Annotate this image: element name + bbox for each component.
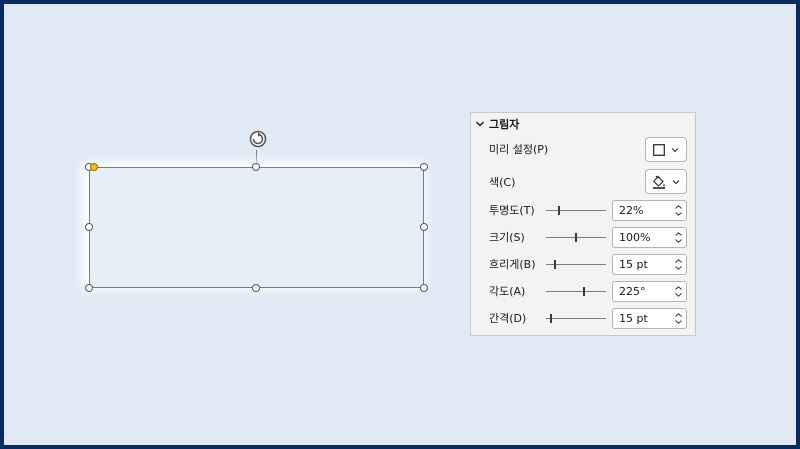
resize-handle-top-right[interactable] — [420, 163, 428, 171]
slider-thumb[interactable] — [558, 206, 561, 215]
spinner-arrows[interactable] — [672, 259, 684, 270]
transparency-spinner[interactable]: 22% — [612, 200, 687, 221]
spinner-arrows[interactable] — [672, 313, 684, 324]
slider-track — [546, 291, 606, 292]
angle-spinner[interactable]: 225° — [612, 281, 687, 302]
square-outline-icon — [653, 143, 665, 156]
chevron-down-icon — [672, 179, 680, 184]
chevron-down-icon[interactable] — [674, 266, 682, 270]
angle-value[interactable]: 225° — [619, 285, 646, 298]
resize-handle-top[interactable] — [252, 163, 260, 171]
distance-slider[interactable] — [546, 314, 606, 323]
chevron-up-icon[interactable] — [674, 232, 682, 236]
slider-track — [546, 210, 606, 211]
shadow-section-header[interactable]: 그림자 — [475, 116, 519, 132]
shadow-section-title: 그림자 — [489, 118, 520, 131]
size-label: 크기(S) — [489, 231, 525, 244]
rotation-handle-stem — [256, 150, 257, 167]
chevron-down-icon[interactable] — [674, 239, 682, 243]
adjustment-handle[interactable] — [90, 163, 98, 171]
paint-bucket-icon — [653, 175, 665, 189]
blur-spinner[interactable]: 15 pt — [612, 254, 687, 275]
distance-spinner[interactable]: 15 pt — [612, 308, 687, 329]
size-spinner[interactable]: 100% — [612, 227, 687, 248]
chevron-down-icon[interactable] — [674, 320, 682, 324]
slider-track — [546, 318, 606, 319]
blur-value[interactable]: 15 pt — [619, 258, 648, 271]
chevron-up-icon[interactable] — [674, 205, 682, 209]
resize-handle-bottom[interactable] — [252, 284, 260, 292]
size-value[interactable]: 100% — [619, 231, 651, 244]
resize-handle-left[interactable] — [85, 223, 93, 231]
spinner-arrows[interactable] — [672, 286, 684, 297]
shadow-color-button[interactable] — [645, 169, 687, 194]
blur-slider[interactable] — [546, 260, 606, 269]
slider-thumb[interactable] — [582, 287, 585, 296]
resize-handle-bottom-left[interactable] — [85, 284, 93, 292]
color-label: 색(C) — [489, 176, 516, 189]
rotate-icon[interactable] — [247, 128, 269, 150]
slider-thumb[interactable] — [554, 260, 556, 269]
slider-track — [546, 264, 606, 265]
distance-value[interactable]: 15 pt — [619, 312, 648, 325]
chevron-down-icon[interactable] — [674, 293, 682, 297]
shadow-panel: 그림자 미리 설정(P) 색(C) 투명도(T) 22% — [470, 112, 696, 336]
chevron-up-icon[interactable] — [674, 313, 682, 317]
resize-handle-right[interactable] — [420, 223, 428, 231]
slider-thumb[interactable] — [575, 233, 577, 242]
resize-handle-bottom-right[interactable] — [420, 284, 428, 292]
chevron-down-icon — [475, 121, 485, 127]
angle-label: 각도(A) — [489, 285, 526, 298]
size-slider[interactable] — [546, 233, 606, 242]
spinner-arrows[interactable] — [672, 205, 684, 216]
transparency-label: 투명도(T) — [489, 204, 535, 217]
spinner-arrows[interactable] — [672, 232, 684, 243]
slider-thumb[interactable] — [549, 314, 552, 323]
distance-label: 간격(D) — [489, 312, 527, 325]
selected-rectangle-shape[interactable] — [89, 167, 424, 288]
chevron-up-icon[interactable] — [674, 259, 682, 263]
transparency-slider[interactable] — [546, 206, 606, 215]
preset-button[interactable] — [645, 137, 687, 162]
chevron-down-icon — [671, 147, 679, 152]
chevron-up-icon[interactable] — [674, 286, 682, 290]
blur-label: 흐리게(B) — [489, 258, 536, 271]
chevron-down-icon[interactable] — [674, 212, 682, 216]
preset-label: 미리 설정(P) — [489, 143, 549, 156]
transparency-value[interactable]: 22% — [619, 204, 644, 217]
angle-slider[interactable] — [546, 287, 606, 296]
